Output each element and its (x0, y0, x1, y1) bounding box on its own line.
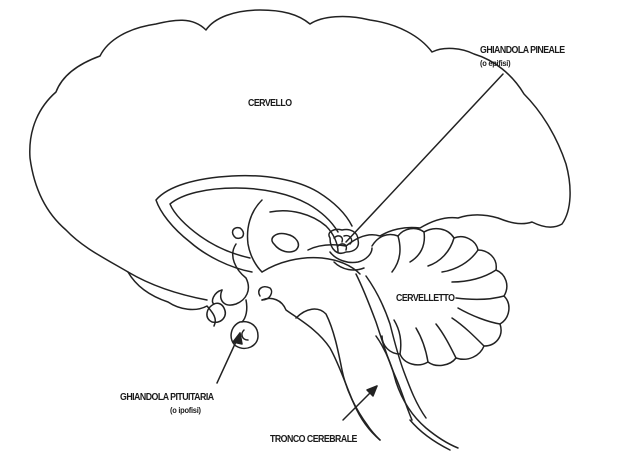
cerebellum-fold-3 (428, 238, 454, 266)
cerebellum-fold-4 (442, 250, 478, 272)
cerebellum-fold-2 (410, 232, 424, 262)
pituitary-gland-label: GHIANDOLA PITUITARIA (120, 392, 214, 404)
ventricle-curve (270, 211, 338, 252)
brainstem-back (376, 336, 458, 448)
pineal-leader-line (346, 74, 503, 242)
cerebellum-fold-6 (456, 296, 504, 299)
cerebellum-fold-10 (416, 328, 428, 362)
cerebellum-fold-5 (452, 270, 496, 282)
pituitary-inner (242, 330, 248, 340)
thalamus-oval (272, 234, 298, 252)
brainstem-front-inner (296, 309, 380, 440)
cerebrum-label: CERVELLO (248, 98, 292, 110)
cerebellum-fold-9 (436, 324, 456, 358)
pineal-gland-label: GHIANDOLA PINEALE (480, 45, 565, 57)
fornix-curve (248, 200, 262, 272)
cerebellum-fold-7 (458, 308, 500, 324)
spinal-cord (410, 420, 450, 450)
cerebellum-fold-1 (392, 236, 400, 272)
optic-chiasm (207, 303, 225, 322)
anterior-commissure (233, 228, 244, 239)
cerebellum-fold-8 (452, 318, 484, 346)
pituitary-gland-sublabel: (o ipofisi) (170, 404, 201, 416)
pituitary-arrow-head (233, 333, 242, 344)
cerebellum-label: CERVELLETTO (396, 293, 454, 305)
thalamus-upper (262, 258, 360, 274)
brainstem-label: TRONCO CEREBRALE (270, 434, 357, 446)
pituitary-stalk (242, 300, 247, 322)
pineal-gland-sublabel: (o epifisi) (480, 57, 510, 69)
